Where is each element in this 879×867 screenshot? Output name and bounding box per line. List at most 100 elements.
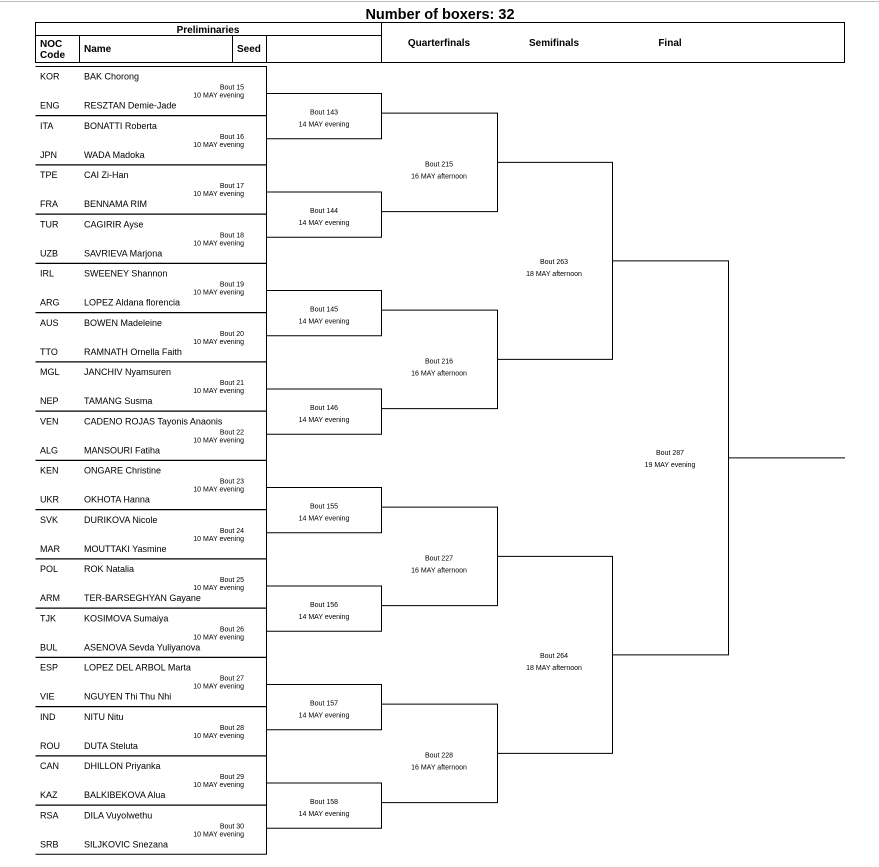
boxer-noc: TUR [40, 219, 59, 229]
prelim-bout-number: Bout 18 [220, 232, 244, 239]
prelim-bout-date: 10 MAY evening [193, 733, 244, 740]
round-of-16-bout-date: 14 MAY evening [299, 713, 350, 720]
boxer-noc: UKR [40, 495, 60, 505]
quarterfinal-bout-date: 16 MAY afternoon [411, 764, 467, 771]
prelim-bout-number: Bout 30 [220, 823, 244, 830]
boxer-name: DILA Vuyolwethu [84, 810, 152, 820]
boxer-noc: TPE [40, 170, 58, 180]
quarterfinal-bout-date: 16 MAY afternoon [411, 370, 467, 377]
boxer-noc: RSA [40, 810, 59, 820]
prelim-bout-date: 10 MAY evening [193, 585, 244, 592]
boxer-name: CADENO ROJAS Tayonis Anaonis [84, 416, 223, 426]
semifinal-bout-date: 18 MAY afternoon [526, 665, 582, 672]
prelim-bracket [35, 804, 267, 855]
boxer-noc: POL [40, 564, 58, 574]
final-bout-number: Bout 287 [656, 450, 684, 457]
boxer-name: KOSIMOVA Sumaiya [84, 613, 168, 623]
prelim-bout-number: Bout 27 [220, 676, 244, 683]
round-of-16-bracket [266, 290, 382, 337]
final-bout-date: 19 MAY evening [645, 462, 696, 469]
boxer-name: ONGARE Christine [84, 466, 161, 476]
prelim-bout-date: 10 MAY evening [193, 240, 244, 247]
prelim-bout-number: Bout 23 [220, 479, 244, 486]
boxer-name: MANSOURI Fatiha [84, 445, 160, 455]
boxer-name: ROK Natalia [84, 564, 134, 574]
prelim-bout-date: 10 MAY evening [193, 437, 244, 444]
round-of-16-bout-number: Bout 145 [310, 307, 338, 314]
round-of-16-bracket [266, 388, 382, 435]
quarterfinal-bout-number: Bout 227 [425, 555, 453, 562]
boxer-noc: ROU [40, 741, 60, 751]
boxer-name: SWEENEY Shannon [84, 269, 167, 279]
round-of-16-bracket [266, 487, 382, 534]
quarterfinal-bout-date: 16 MAY afternoon [411, 173, 467, 180]
round-of-16-bout-date: 14 MAY evening [299, 319, 350, 326]
prelim-bout-date: 10 MAY evening [193, 782, 244, 789]
boxer-name: BALKIBEKOVA Alua [84, 790, 165, 800]
boxer-noc: ESP [40, 663, 58, 673]
round-of-16-bout-date: 14 MAY evening [299, 122, 350, 129]
round-of-16-bout-date: 14 MAY evening [299, 417, 350, 424]
prelim-bout-number: Bout 24 [220, 528, 244, 535]
boxer-name: MOUTTAKI Yasmine [84, 544, 167, 554]
round-of-16-bout-number: Bout 158 [310, 799, 338, 806]
quarterfinal-bout-number: Bout 228 [425, 752, 453, 759]
prelim-bout-date: 10 MAY evening [193, 388, 244, 395]
prelim-bout-number: Bout 21 [220, 380, 244, 387]
prelim-bout-date: 10 MAY evening [193, 290, 244, 297]
boxer-name: JANCHIV Nyamsuren [84, 367, 171, 377]
prelim-bout-number: Bout 20 [220, 331, 244, 338]
prelim-bout-number: Bout 26 [220, 626, 244, 633]
boxer-name: CAI Zi-Han [84, 170, 129, 180]
boxer-noc: IRL [40, 269, 54, 279]
preliminaries-header: Preliminaries [177, 25, 240, 36]
prelim-bout-date: 10 MAY evening [193, 634, 244, 641]
round-of-16-bout-number: Bout 146 [310, 405, 338, 412]
boxer-noc: ARM [40, 593, 60, 603]
boxer-noc: MAR [40, 544, 61, 554]
prelim-bout-number: Bout 25 [220, 577, 244, 584]
prelim-bout-number: Bout 16 [220, 134, 244, 141]
quarterfinal-bout-number: Bout 216 [425, 358, 453, 365]
prelim-bout-date: 10 MAY evening [193, 684, 244, 691]
boxer-noc: UZB [40, 248, 58, 258]
boxer-name: NITU Nitu [84, 712, 124, 722]
round-of-16-bout-number: Bout 143 [310, 110, 338, 117]
quarterfinal-bout-number: Bout 215 [425, 161, 453, 168]
boxer-name: DHILLON Priyanka [84, 761, 161, 771]
boxer-name: ASENOVA Sevda Yuliyanova [84, 642, 200, 652]
boxer-name: BOWEN Madeleine [84, 318, 162, 328]
prelim-bout-number: Bout 15 [220, 85, 244, 92]
round-of-16-bracket [266, 191, 382, 238]
boxer-noc: MGL [40, 367, 60, 377]
prelim-bout-date: 10 MAY evening [193, 142, 244, 149]
boxer-noc: SRB [40, 839, 59, 849]
boxer-name: TAMANG Susma [84, 396, 152, 406]
final-bracket [612, 260, 729, 656]
round-of-16-bracket [266, 684, 382, 731]
round-of-16-bout-date: 14 MAY evening [299, 516, 350, 523]
boxer-noc: AUS [40, 318, 59, 328]
boxer-name: DURIKOVA Nicole [84, 515, 157, 525]
boxer-noc: TTO [40, 347, 58, 357]
boxer-name: WADA Madoka [84, 150, 145, 160]
prelim-bout-date: 10 MAY evening [193, 339, 244, 346]
prelim-bout-number: Bout 28 [220, 725, 244, 732]
boxer-name: RAMNATH Ornella Faith [84, 347, 182, 357]
quarterfinals-header: Quarterfinals [408, 38, 471, 49]
boxer-noc: TJK [40, 613, 56, 623]
boxer-noc: ENG [40, 101, 60, 111]
semifinal-bout-number: Bout 264 [540, 653, 568, 660]
prelim-bout-date: 10 MAY evening [193, 536, 244, 543]
boxer-noc: KEN [40, 466, 59, 476]
prelim-bout-number: Bout 17 [220, 183, 244, 190]
seed-header: Seed [237, 44, 261, 55]
prelim-bout-date: 10 MAY evening [193, 93, 244, 100]
noc-code-header: NOC Code [40, 39, 65, 61]
boxer-name: SILJKOVIC Snezana [84, 839, 168, 849]
boxer-noc: JPN [40, 150, 57, 160]
round-of-16-bout-number: Bout 156 [310, 602, 338, 609]
boxer-name: BONATTI Roberta [84, 121, 157, 131]
prelim-bout-date: 10 MAY evening [193, 831, 244, 838]
